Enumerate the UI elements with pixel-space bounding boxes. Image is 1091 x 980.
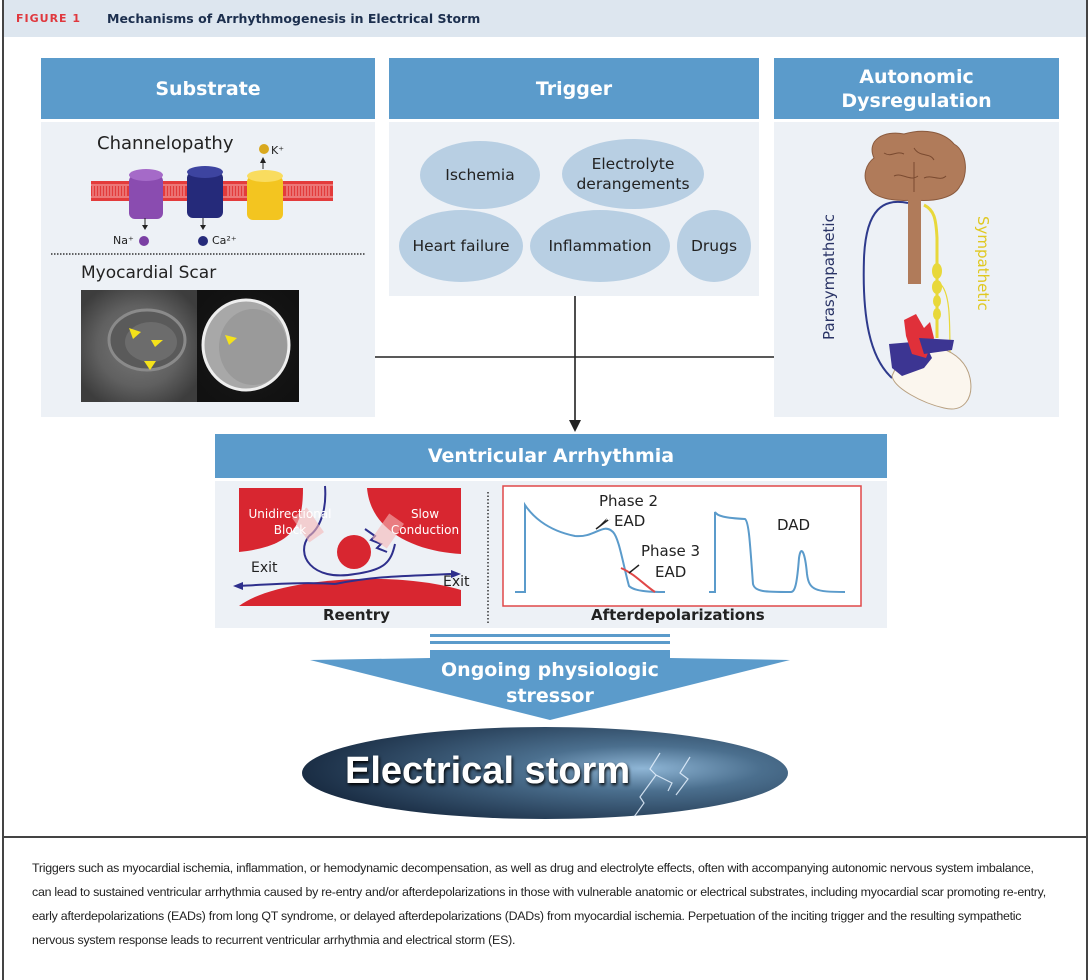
figure-label: FIGURE 1 [16, 12, 82, 25]
electrical-storm-label: Electrical storm [345, 750, 631, 792]
sodium-ion-icon [139, 236, 149, 246]
reentry-diagram [233, 485, 461, 606]
channelopathy-label: Channelopathy [97, 133, 234, 154]
unidirectional-block-label: Unidirectional Block [245, 506, 335, 538]
k-ion-label: K⁺ [271, 144, 285, 157]
slow-conduction-label: Slow Conduction [385, 506, 465, 538]
afterdep-caption: Afterdepolarizations [591, 606, 765, 624]
slow-line2: Conduction [390, 523, 460, 537]
trigger-header-text: Trigger [535, 77, 613, 100]
stressor-arrow-shape [310, 650, 790, 720]
figure-frame [2, 0, 1088, 838]
ead2-label: EAD [655, 563, 687, 581]
afterdep-box [502, 485, 862, 607]
figure-title: Mechanisms of Arrhythmogenesis in Electr… [107, 11, 481, 26]
potassium-ion-icon [259, 144, 269, 154]
scar-arrowhead-icons [129, 328, 237, 370]
unidirectional-line2: Block [273, 523, 307, 537]
autonomic-header: Autonomic Dysregulation [774, 58, 1059, 122]
phase3-ead-trace [620, 567, 656, 593]
trigger-item-electrolyte: Electrolyte derangements [562, 139, 704, 209]
parasympathetic-nerve [862, 200, 909, 379]
sodium-channel [129, 175, 163, 219]
reentry-caption: Reentry [323, 606, 390, 624]
ventricular-header-text: Ventricular Arrhythmia [427, 445, 675, 467]
parasympathetic-label: Parasympathetic [820, 214, 838, 340]
phase3-arrow-icon [628, 564, 640, 574]
substrate-header: Substrate [41, 58, 375, 122]
membrane-stripes [92, 186, 330, 196]
trigger-item-drugs: Drugs [677, 210, 751, 282]
storm-ellipse [302, 727, 788, 819]
stressor-label: Ongoing physiologic stressor [400, 657, 700, 709]
ventricular-header: Ventricular Arrhythmia [215, 434, 887, 481]
stressor-line2: stressor [506, 685, 594, 707]
trigger-panel: Trigger Ischemia Electrolyte derangement… [389, 58, 759, 296]
autonomic-header-line1: Autonomic [859, 65, 974, 88]
potassium-channel [247, 176, 283, 220]
brain-icon [864, 130, 966, 201]
channel-diagram [51, 144, 366, 255]
electrical-storm-graphic [302, 727, 788, 819]
scar-label: Myocardial Scar [81, 263, 217, 283]
down-arrow-icon [569, 420, 581, 432]
autonomic-panel: Autonomic Dysregulation Parasympathetic … [774, 58, 1059, 417]
brainstem-icon [908, 196, 921, 284]
trigger-item-heart-failure: Heart failure [399, 210, 523, 282]
figure-caption: Triggers such as myocardial ischemia, in… [2, 838, 1088, 980]
lightning-icon [633, 752, 691, 818]
connector-lines [375, 296, 775, 432]
ead1-label: EAD [614, 512, 646, 530]
ventricular-arrhythmia-panel: Ventricular Arrhythmia [215, 434, 887, 628]
stressor-arrow [310, 634, 790, 720]
phase3-label: Phase 3 [641, 542, 701, 560]
exit-right-label: Exit [443, 574, 470, 590]
phase2-label: Phase 2 [599, 492, 659, 510]
substrate-panel: Substrate Channelopathy K⁺ Na⁺ C [41, 58, 375, 417]
ventricular-diagrams [233, 485, 862, 624]
slow-line1: Slow [410, 507, 440, 521]
calcium-ion-icon [198, 236, 208, 246]
stressor-line1: Ongoing physiologic [441, 659, 659, 681]
sympathetic-label: Sympathetic [974, 216, 992, 311]
action-potential-traces [515, 501, 846, 594]
sympathetic-nerve [923, 203, 939, 338]
unidirectional-line1: Unidirectional [248, 507, 332, 521]
substrate-header-text: Substrate [155, 77, 261, 100]
dad-label: DAD [777, 516, 811, 534]
caption-text: Triggers such as myocardial ischemia, in… [32, 861, 1046, 947]
trigger-item-inflammation: Inflammation [530, 210, 670, 282]
autonomic-illustration [862, 130, 972, 410]
calcium-channel [187, 172, 223, 218]
mri-images [81, 290, 299, 402]
ca-ion-label: Ca²⁺ [212, 234, 237, 247]
trigger-item-ischemia: Ischemia [420, 141, 540, 209]
autonomic-header-line2: Dysregulation [841, 89, 992, 112]
figure-title-bar: FIGURE 1 Mechanisms of Arrhythmogenesis … [4, 0, 1086, 37]
trigger-header: Trigger [389, 58, 759, 122]
na-ion-label: Na⁺ [113, 234, 134, 247]
exit-left-label: Exit [251, 560, 278, 576]
